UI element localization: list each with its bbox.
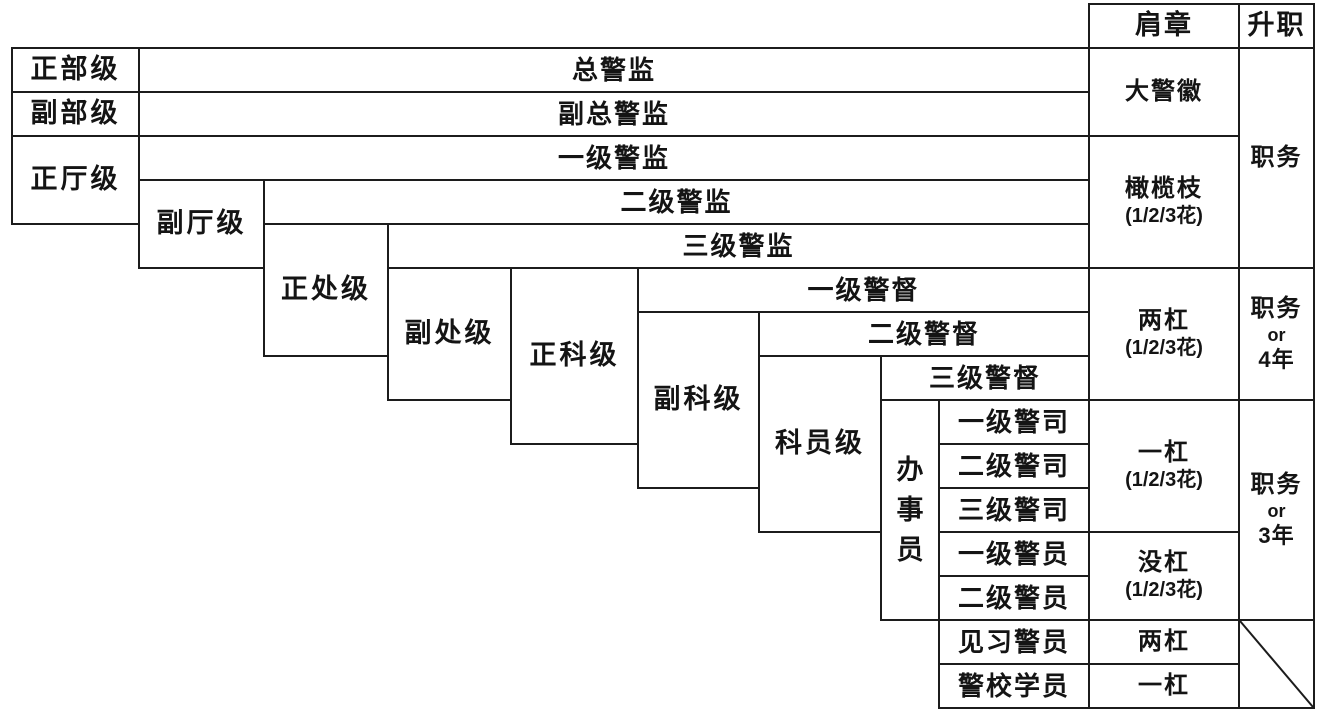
level-fuchuji: 副处级 xyxy=(387,267,512,401)
rank-label: 三级警监 xyxy=(682,230,795,261)
badge-label: 两杠 xyxy=(1138,307,1190,335)
rank-erji-jingsi: 二级警司 xyxy=(938,443,1090,489)
rank-sanji-jingjian: 三级警监 xyxy=(387,223,1090,269)
level-label: 副厅级 xyxy=(156,208,247,239)
promotion-label: 职务 xyxy=(1250,295,1303,323)
promotion-label: 职务 xyxy=(1250,471,1303,499)
badge-meigang-hua: 没杠 (1/2/3花) xyxy=(1088,531,1240,621)
level-label: 副处级 xyxy=(404,318,495,349)
level-fukeji: 副科级 xyxy=(637,311,760,489)
diagonal-line xyxy=(1240,621,1313,707)
badge-ganlanzhi: 橄榄枝 (1/2/3花) xyxy=(1088,135,1240,269)
badge-sublabel: (1/2/3花) xyxy=(1125,578,1203,601)
level-label: 正部级 xyxy=(30,54,121,85)
rank-label: 见习警员 xyxy=(957,626,1070,657)
rank-fuzongjingjian: 副总警监 xyxy=(138,91,1090,137)
level-label: 正处级 xyxy=(281,274,371,305)
badge-column-header-label: 肩章 xyxy=(1135,10,1193,41)
rank-label: 警校学员 xyxy=(957,670,1070,701)
level-keyuanji: 科员级 xyxy=(758,355,882,533)
rank-jianxi-jingyuan: 见习警员 xyxy=(938,619,1090,665)
rank-label: 二级警员 xyxy=(957,582,1070,613)
level-label: 办事员 xyxy=(896,455,924,565)
badge-sublabel: (1/2/3花) xyxy=(1125,336,1203,359)
rank-label: 三级警司 xyxy=(957,494,1070,525)
promotion-years-label: 3年 xyxy=(1258,523,1295,549)
badge-yigang-hua: 一杠 (1/2/3花) xyxy=(1088,399,1240,533)
badge-label: 一杠 xyxy=(1138,671,1190,699)
rank-label: 二级警司 xyxy=(957,450,1070,481)
badge-sublabel: (1/2/3花) xyxy=(1125,204,1203,227)
rank-label: 一级警督 xyxy=(807,274,920,305)
rank-erji-jingdu: 二级警督 xyxy=(758,311,1090,357)
rank-label: 一级警监 xyxy=(557,142,670,173)
rank-erji-jingyuan: 二级警员 xyxy=(938,575,1090,621)
level-zhengtingji: 正厅级 xyxy=(11,135,140,225)
level-label: 正厅级 xyxy=(30,164,121,195)
promotion-zhiwu-or-4-years: 职务 or 4年 xyxy=(1238,267,1315,401)
rank-label: 副总警监 xyxy=(557,98,670,129)
badge-yigang: 一杠 xyxy=(1088,663,1240,709)
badge-da-jinghui: 大警徽 xyxy=(1088,47,1240,137)
rank-yiji-jingjian: 一级警监 xyxy=(138,135,1090,181)
level-banshiyuan: 办事员 xyxy=(880,399,940,621)
rank-label: 总警监 xyxy=(571,54,656,85)
rank-label: 一级警员 xyxy=(957,538,1070,569)
level-label: 副部级 xyxy=(30,98,121,129)
level-zhengchuji: 正处级 xyxy=(263,223,389,357)
promotion-column-header: 升职 xyxy=(1238,3,1315,49)
promotion-not-applicable-cell xyxy=(1238,619,1315,709)
level-futingji: 副厅级 xyxy=(138,179,265,269)
rank-label: 一级警司 xyxy=(957,406,1070,437)
rank-sanji-jingdu: 三级警督 xyxy=(880,355,1090,401)
badge-column-header: 肩章 xyxy=(1088,3,1240,49)
rank-yiji-jingsi: 一级警司 xyxy=(938,399,1090,445)
promotion-or-label: or xyxy=(1267,500,1286,521)
level-fubuji: 副部级 xyxy=(11,91,140,137)
promotion-column-header-label: 升职 xyxy=(1247,10,1306,41)
promotion-label: 职务 xyxy=(1250,144,1303,172)
badge-label: 橄榄枝 xyxy=(1125,175,1203,203)
level-zhengbuji: 正部级 xyxy=(11,47,140,93)
level-label: 科员级 xyxy=(775,428,865,459)
badge-lianggang-hua: 两杠 (1/2/3花) xyxy=(1088,267,1240,401)
level-zhengkeji: 正科级 xyxy=(510,267,639,445)
rank-sanji-jingsi: 三级警司 xyxy=(938,487,1090,533)
badge-label: 两杠 xyxy=(1138,627,1190,655)
rank-jingxiao-xueyuan: 警校学员 xyxy=(938,663,1090,709)
level-label: 正科级 xyxy=(529,340,620,371)
rank-yiji-jingdu: 一级警督 xyxy=(637,267,1090,313)
rank-yiji-jingyuan: 一级警员 xyxy=(938,531,1090,577)
rank-zongjingjian: 总警监 xyxy=(138,47,1090,93)
rank-erji-jingjian: 二级警监 xyxy=(263,179,1090,225)
rank-label: 二级警监 xyxy=(620,186,733,217)
promotion-or-label: or xyxy=(1267,324,1286,345)
badge-sublabel: (1/2/3花) xyxy=(1125,468,1203,491)
rank-label: 二级警督 xyxy=(867,318,980,349)
badge-label: 大警徽 xyxy=(1125,77,1203,105)
badge-lianggang: 两杠 xyxy=(1088,619,1240,665)
promotion-zhiwu-or-3-years: 职务 or 3年 xyxy=(1238,399,1315,621)
level-label: 副科级 xyxy=(653,384,744,415)
badge-label: 一杠 xyxy=(1138,439,1190,467)
promotion-zhiwu: 职务 xyxy=(1238,47,1315,269)
badge-label: 没杠 xyxy=(1138,549,1190,577)
rank-label: 三级警督 xyxy=(928,362,1041,393)
promotion-years-label: 4年 xyxy=(1258,347,1295,373)
